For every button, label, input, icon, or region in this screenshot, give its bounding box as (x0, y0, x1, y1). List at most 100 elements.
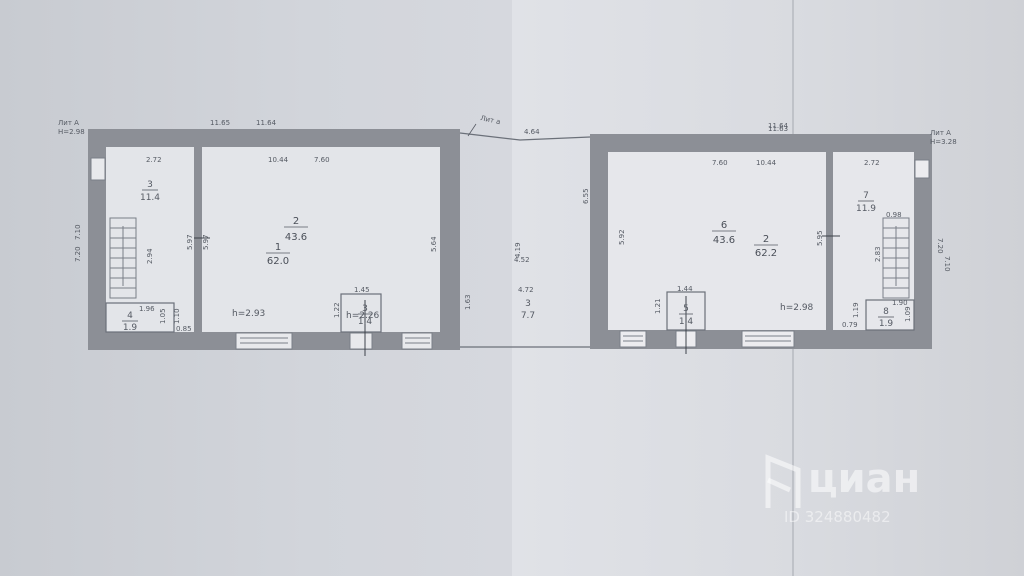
cian-logo-icon (765, 454, 801, 508)
dim-label: 2.72 (864, 159, 880, 167)
dim-label: 11.64 (768, 122, 789, 130)
room-6-right: 6 43.6 (712, 220, 736, 246)
room-3-wc-left: 3 1.4 (358, 304, 373, 327)
leader-line (467, 123, 477, 137)
listing-id: ID 324880482 (784, 508, 891, 526)
cian-brand-text: циан (808, 456, 921, 502)
room-3-middle: 3 7.7 (521, 299, 535, 321)
left-wc (105, 293, 382, 333)
dim-label: 5.92 (618, 229, 626, 245)
wall (590, 134, 608, 349)
svg-text:11.4: 11.4 (140, 193, 160, 203)
dim-label: 1.90 (892, 299, 908, 307)
height-label: Н=2.98 (58, 128, 85, 136)
middle-connector (459, 132, 591, 348)
ceiling-height-label: h=2.93 (232, 309, 265, 319)
svg-text:62.0: 62.0 (267, 256, 289, 267)
wall (194, 147, 202, 332)
dim-label: 5.64 (430, 236, 438, 252)
wall (88, 129, 106, 350)
dim-label: 10.44 (268, 156, 289, 164)
svg-text:1.4: 1.4 (358, 317, 373, 327)
svg-text:7: 7 (863, 191, 869, 201)
dim-label: 1.44 (677, 285, 693, 293)
svg-text:3: 3 (147, 180, 153, 190)
svg-text:3: 3 (525, 299, 531, 309)
dim-label: 1.22 (333, 302, 341, 318)
room-3-left: 3 11.4 (140, 180, 160, 203)
lit-label: Лит А (58, 119, 79, 127)
ceiling-height-label: h=2.26 (346, 311, 380, 321)
svg-text:1.4: 1.4 (679, 317, 694, 327)
svg-text:3: 3 (362, 304, 368, 314)
dim-label: 1.96 (139, 305, 155, 313)
svg-text:8: 8 (883, 307, 889, 317)
dim-label: 1.10 (173, 308, 181, 324)
dim-label: 6.55 (582, 188, 590, 204)
room-2-left: 2 43.6 (284, 216, 308, 243)
dim-label: 0.79 (842, 321, 858, 329)
dim-label: 11.63 (768, 125, 788, 133)
dim-label: 1.05 (159, 308, 167, 324)
dim-label: 7.60 (712, 159, 728, 167)
svg-text:1: 1 (275, 242, 281, 253)
dim-label: 4.19 (514, 242, 522, 258)
dim-label: 5.95 (816, 230, 824, 246)
left-openings (90, 157, 433, 350)
svg-text:2: 2 (763, 234, 769, 245)
left-staircase (109, 217, 137, 299)
svg-text:4: 4 (127, 311, 133, 321)
svg-text:6: 6 (721, 220, 727, 231)
dim-label: 5.97 (202, 234, 210, 250)
svg-text:43.6: 43.6 (713, 235, 735, 246)
room-4-left: 4 1.9 (122, 311, 138, 333)
dim-label: 11.64 (256, 119, 277, 127)
dim-label: 1.19 (852, 302, 860, 318)
dim-label: 0.85 (176, 325, 192, 333)
wall (914, 134, 932, 349)
height-label: Н=3.28 (930, 138, 957, 146)
svg-text:5: 5 (683, 304, 689, 314)
dim-label: 7.20 (936, 238, 944, 254)
dim-label: 4.72 (518, 286, 534, 294)
wall (88, 129, 458, 147)
dim-label: 7.20 (74, 246, 82, 262)
ceiling-height-label: h=2.98 (780, 303, 814, 313)
dim-label: 2.94 (146, 248, 154, 264)
dim-label: 1.45 (354, 286, 370, 294)
dim-label: 7.10 (74, 224, 82, 240)
lit-label: Лит а (480, 114, 502, 126)
left-floor (106, 147, 440, 332)
svg-text:1.9: 1.9 (879, 319, 894, 329)
dim-label: 0.98 (886, 211, 902, 219)
lit-label: Лит А (930, 129, 951, 137)
wall (440, 129, 460, 350)
svg-text:11.9: 11.9 (856, 204, 876, 214)
right-openings (619, 159, 930, 348)
dim-label: 2.83 (874, 246, 882, 262)
dim-label: 7.60 (314, 156, 330, 164)
room-7-right: 7 11.9 (856, 191, 876, 214)
dim-label: 5.97 (186, 234, 194, 250)
dim-label: 7.10 (943, 256, 951, 272)
dim-label: 2.72 (146, 156, 162, 164)
dim-label: 1.21 (654, 298, 662, 314)
svg-text:7.7: 7.7 (521, 311, 535, 321)
cian-watermark: циан ID 324880482 (760, 440, 1000, 540)
dim-label: 10.44 (756, 159, 777, 167)
wall (826, 152, 833, 330)
svg-text:2: 2 (293, 216, 299, 227)
svg-text:43.6: 43.6 (285, 232, 307, 243)
dim-label: 4.52 (514, 256, 530, 264)
svg-text:62.2: 62.2 (755, 248, 777, 259)
room-5-right: 5 1.4 (679, 304, 694, 327)
room-2-right: 2 62.2 (754, 234, 778, 259)
svg-text:1.9: 1.9 (123, 323, 138, 333)
dim-label: 1.63 (464, 294, 472, 310)
wall (590, 134, 932, 152)
dim-label: 4.64 (524, 128, 540, 136)
dim-label: 11.65 (210, 119, 230, 127)
room-8-right: 8 1.9 (878, 307, 894, 329)
right-staircase (882, 217, 910, 299)
